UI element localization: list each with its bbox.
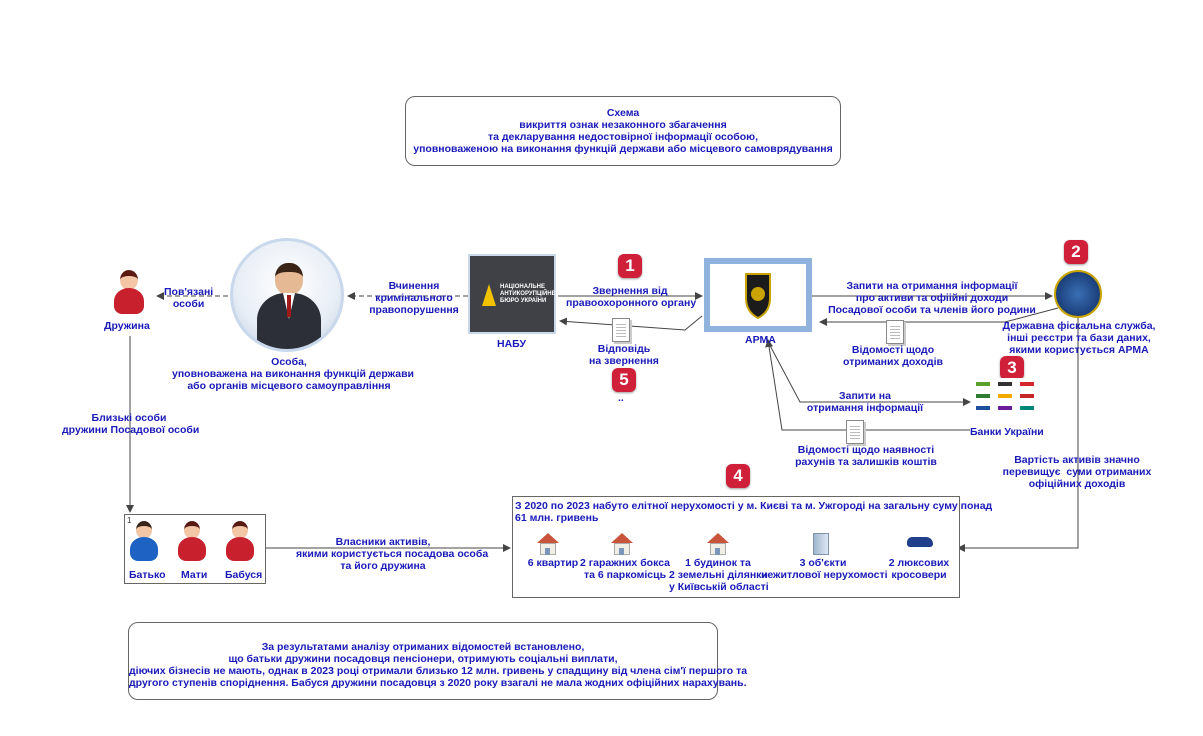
- asset-item-house: 1 будинок та 2 земельні ділянки у Київсь…: [669, 557, 769, 593]
- assets-header: З 2020 по 2023 набуто елітної нерухомост…: [515, 500, 993, 524]
- income-label: Відомості щодо отриманих доходів: [843, 344, 943, 368]
- title-line-2: викриття ознак незаконного збагачення: [519, 119, 727, 131]
- bank-info-arrow: [765, 339, 970, 431]
- father-label: Батько: [129, 569, 166, 581]
- title-line-4: уповноваженою на виконання функцій держа…: [413, 143, 833, 155]
- grandma-avatar: [225, 521, 255, 561]
- car-icon: [907, 537, 933, 547]
- father-avatar: [129, 521, 159, 561]
- office-building-icon: [813, 533, 829, 555]
- assets-box: З 2020 по 2023 набуто елітної нерухомост…: [512, 496, 992, 598]
- family-box: 1 Батько Мати Бабуся: [124, 514, 266, 584]
- badge-2: 2: [1064, 240, 1088, 264]
- wife-label: Дружина: [104, 320, 150, 332]
- badge-3: 3: [1000, 356, 1024, 380]
- income-document-icon: [886, 320, 904, 344]
- title-box: Схема викриття ознак незаконного збагаче…: [405, 96, 841, 166]
- response-label: Відповідь на звернення: [589, 343, 659, 367]
- banks-logos: [972, 378, 1040, 422]
- appeal-label: Звернення від правоохоронного органу: [566, 285, 697, 309]
- nabu-label: НАБУ: [497, 338, 526, 350]
- title-line-3: та декларування недостовірної інформації…: [487, 131, 759, 143]
- owners-label: Власники активів, якими користується пос…: [296, 536, 489, 572]
- conclusion-text: За результатами аналізу отриманих відомо…: [129, 641, 748, 689]
- requests-banks-label: Запити на отримання інформації: [806, 390, 924, 414]
- requests-tax-label: Запити на отримання інформації про актив…: [828, 280, 1036, 316]
- assets-exceed-arrow: [957, 318, 1079, 552]
- badge-1: 1: [618, 254, 642, 278]
- close-persons-label: Близькі особи дружини Посадової особи: [62, 412, 200, 436]
- arma-logo: [704, 258, 812, 332]
- badge-4: 4: [726, 464, 750, 488]
- nabu-logo-text: НАЦІОНАЛЬНЕ АНТИКОРУПЦІЙНЕ БЮРО УКРАЇНИ: [500, 284, 556, 304]
- asset-item-apartments: 6 квартир: [527, 557, 579, 569]
- official-photo: [230, 238, 344, 352]
- arma-shield-icon: [745, 273, 771, 320]
- mother-label: Мати: [181, 569, 208, 581]
- family-box-number: 1: [127, 516, 132, 525]
- related-label: Пов'язані особи: [164, 286, 214, 310]
- response-document-icon: [612, 318, 630, 342]
- conclusion-box: За результатами аналізу отриманих відомо…: [128, 622, 748, 700]
- asset-item-cars: 2 люксових кросовери: [888, 557, 950, 581]
- apartment-icon: [537, 533, 559, 555]
- requests-banks-arrow: [765, 337, 971, 406]
- mother-avatar: [177, 521, 207, 561]
- banks-label: Банки України: [970, 426, 1044, 438]
- bank-document-icon: [846, 420, 864, 444]
- asset-item-commercial: 3 об'єкти нежитлової нерухомості: [761, 557, 888, 581]
- grandma-label: Бабуся: [225, 569, 263, 581]
- arma-label: АРМА: [745, 334, 776, 346]
- house-icon: [707, 533, 729, 555]
- garage-icon: [611, 533, 633, 555]
- asset-item-garages: 2 гаражних бокса та 6 паркомісць: [579, 557, 671, 581]
- response-dots: ..: [618, 392, 624, 404]
- badge-5: 5: [612, 368, 636, 392]
- response-arrow: [559, 315, 703, 331]
- income-arrow: [819, 307, 1059, 326]
- official-label: Особа, уповноважена на виконання функцій…: [172, 356, 414, 392]
- tax-service-label: Державна фіскальна служба, інші реєстри …: [1002, 320, 1156, 356]
- bank-info-label: Відомості щодо наявності рахунів та зали…: [795, 444, 937, 468]
- wife-avatar: [112, 270, 146, 314]
- tax-service-emblem: [1054, 270, 1102, 318]
- crime-label: Вчинення кримінального правопорушення: [369, 280, 459, 316]
- title-line-1: Схема: [606, 107, 640, 119]
- nabu-logo: НАЦІОНАЛЬНЕ АНТИКОРУПЦІЙНЕ БЮРО УКРАЇНИ: [468, 254, 556, 334]
- assets-exceed-label: Вартість активів значно перевищує суми о…: [1002, 454, 1152, 490]
